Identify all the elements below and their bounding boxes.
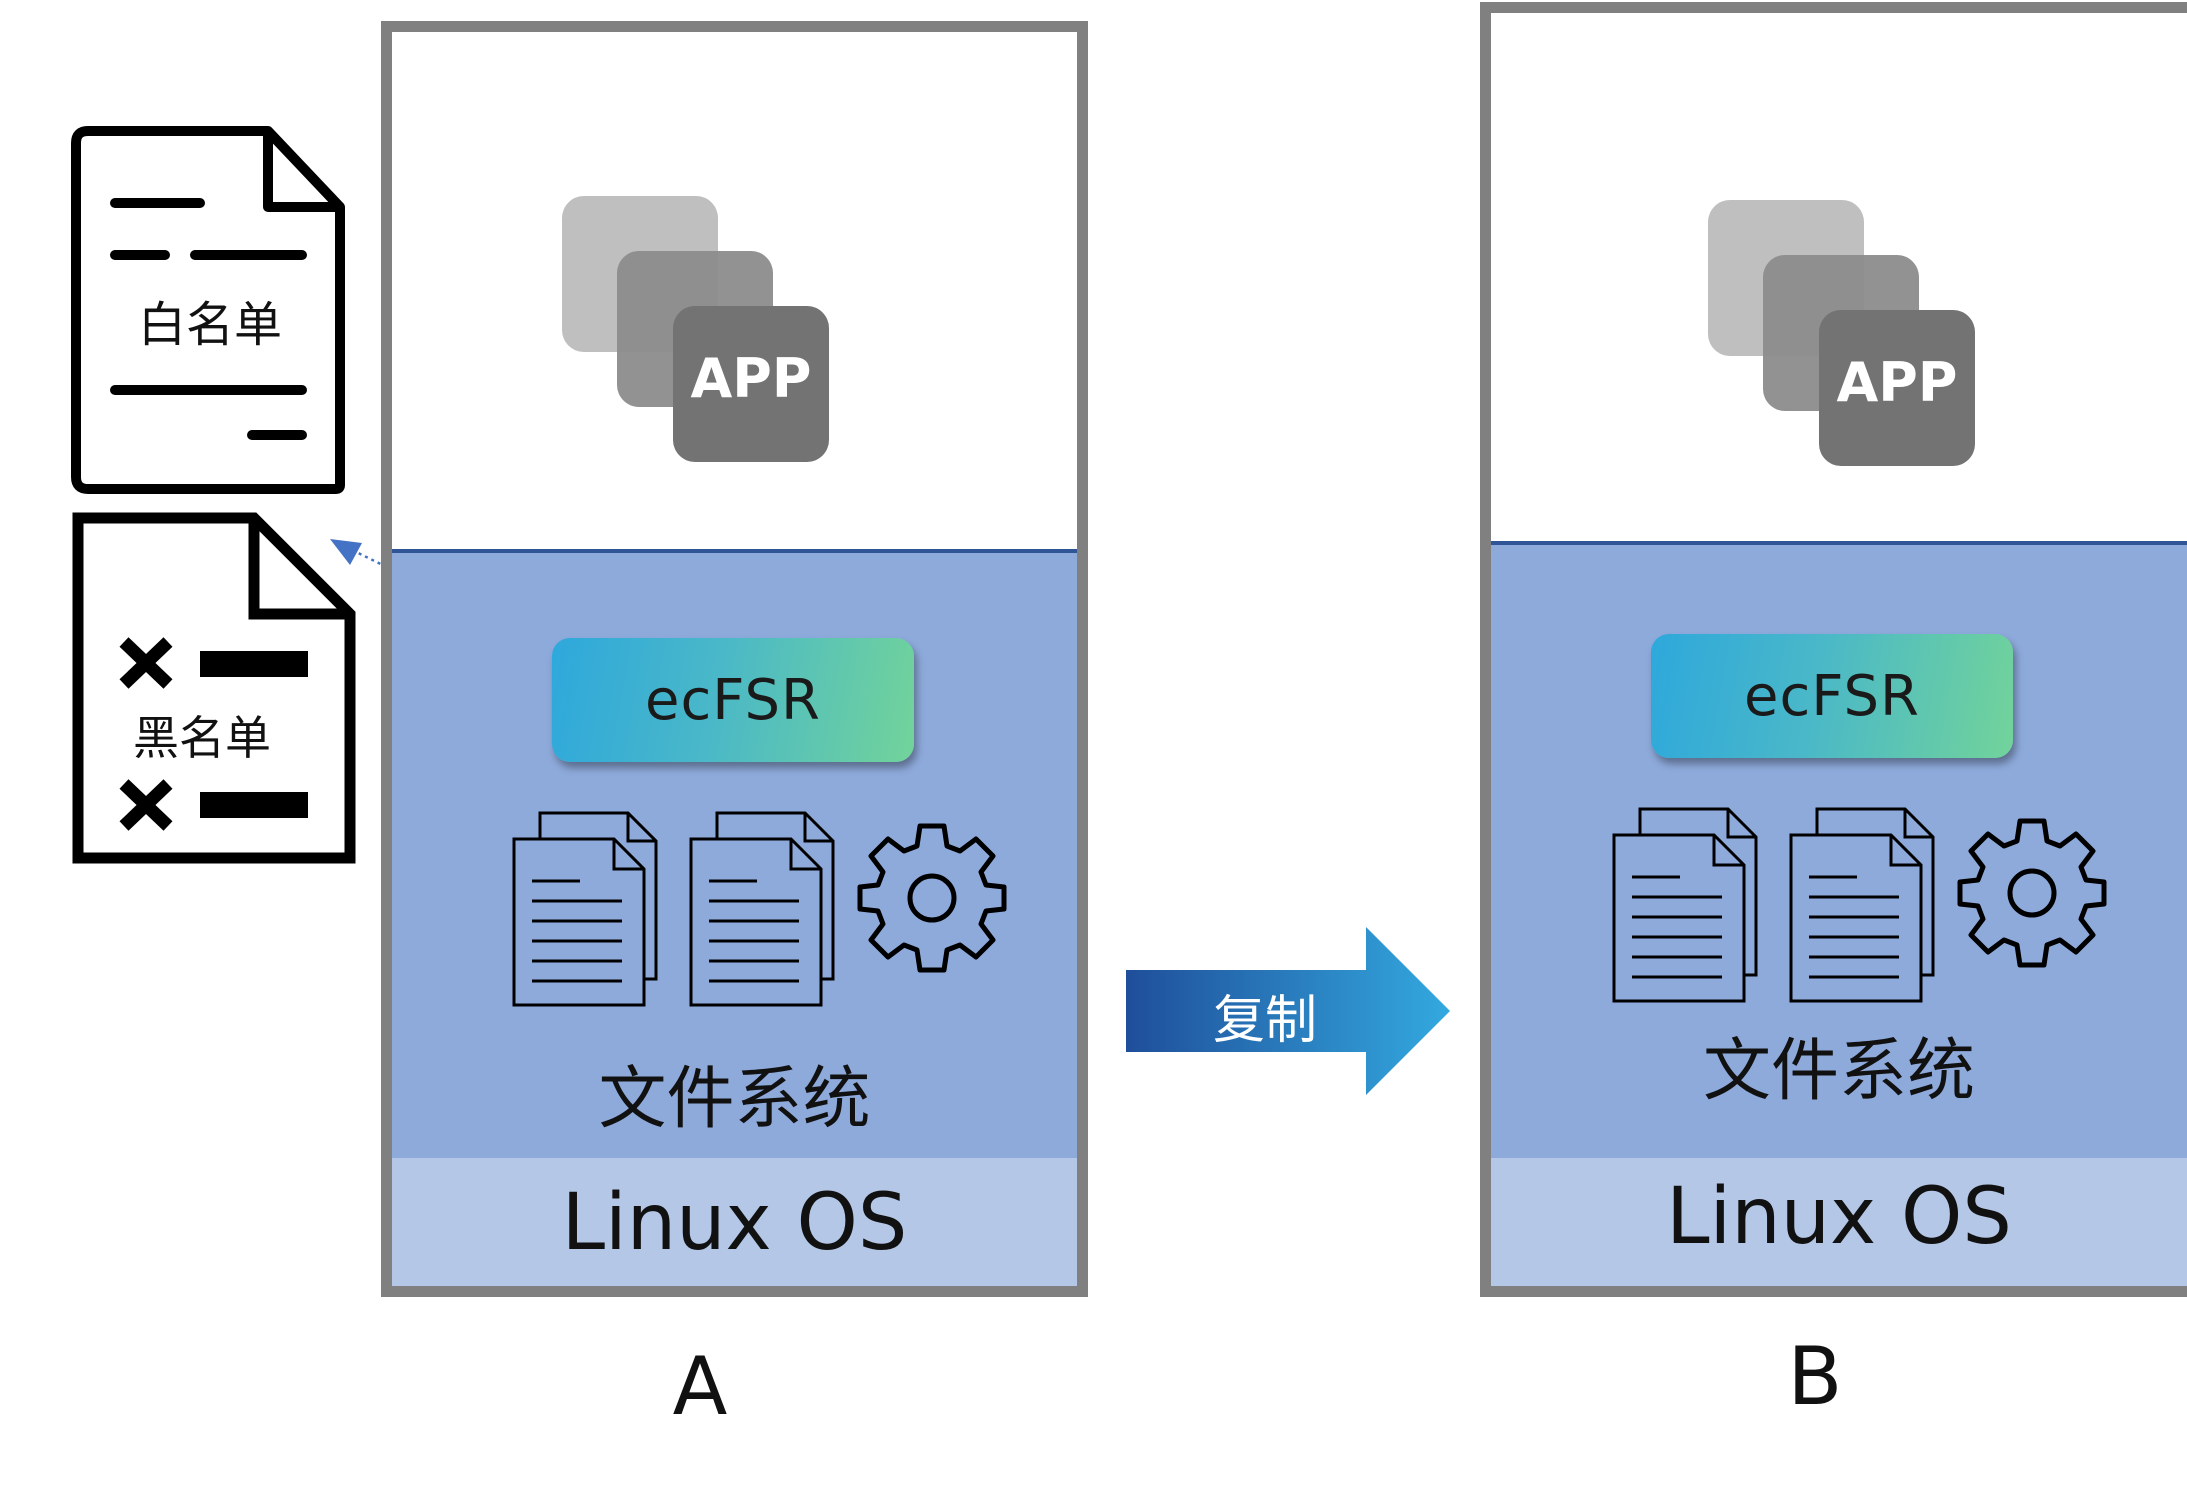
- app-layer: APP: [392, 32, 1077, 549]
- app-label: APP: [1836, 351, 1958, 414]
- whitelist-document: 白名单: [70, 125, 350, 495]
- document-icon: [71, 126, 345, 494]
- file-icon: [512, 811, 658, 1007]
- gear-icon: [857, 823, 1007, 973]
- os-layer: Linux OS: [1491, 1158, 2187, 1286]
- filesystem-layer: ecFSR: [1491, 541, 2187, 1169]
- ecfsr-module: ecFSR: [552, 638, 914, 762]
- machine-a: APP ecFSR: [381, 21, 1088, 1297]
- app-label: APP: [690, 347, 812, 410]
- app-layer: APP: [1491, 13, 2187, 541]
- file-icon: [1612, 807, 1758, 1003]
- blacklist-document: 黑名单: [72, 512, 357, 864]
- os-label: Linux OS: [561, 1178, 908, 1268]
- filesystem-label: 文件系统: [1702, 1032, 1975, 1111]
- os-layer: Linux OS: [392, 1158, 1077, 1286]
- ecfsr-module: ecFSR: [1651, 634, 2013, 758]
- blacklist-label: 黑名单: [133, 711, 271, 765]
- filesystem-layer: ecFSR: [392, 549, 1077, 1169]
- whitelist-label: 白名单: [137, 297, 282, 353]
- caption-a: A: [672, 1340, 728, 1433]
- machine-b: APP ecFSR: [1480, 2, 2187, 1297]
- filesystem-label: 文件系统: [598, 1060, 871, 1139]
- copy-label: 复制: [1212, 991, 1317, 1051]
- file-icon: [1789, 807, 1935, 1003]
- gear-icon: [1957, 818, 2107, 968]
- file-icon: [689, 811, 835, 1007]
- arrow-icon: [1126, 927, 1450, 1095]
- os-label: Linux OS: [1666, 1172, 2012, 1262]
- caption-b: B: [1787, 1330, 1843, 1423]
- blacklist-icon: [72, 512, 356, 864]
